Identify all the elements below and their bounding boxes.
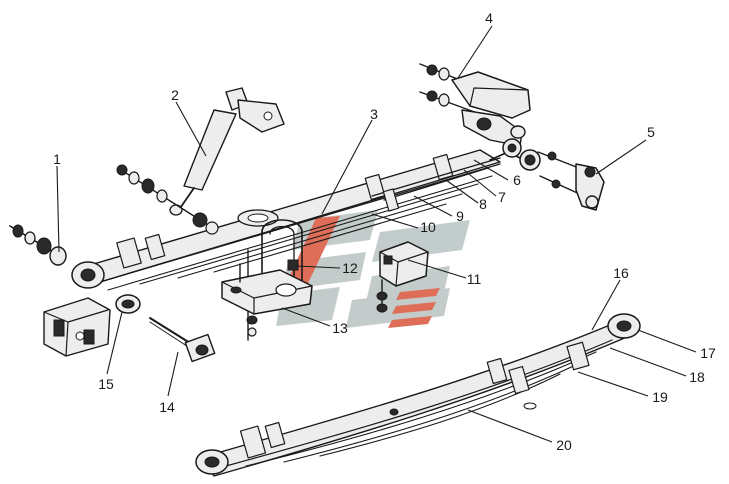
leader-9	[413, 195, 453, 217]
callout-8: 8	[479, 196, 487, 212]
upper-leaf-spring	[71, 149, 521, 291]
leader-2	[175, 101, 207, 157]
callout-12: 12	[342, 260, 358, 276]
callout-3: 3	[370, 106, 378, 122]
leader-5	[595, 139, 647, 175]
leader-16	[591, 279, 621, 331]
callout-18: 18	[689, 369, 705, 385]
u-bolt-assembly	[221, 219, 313, 341]
rear-spring-bracket	[419, 63, 531, 147]
callout-7: 7	[498, 189, 506, 205]
leader-8	[445, 179, 479, 204]
leader-18	[609, 347, 687, 377]
leader-19	[577, 371, 649, 397]
lower-leaf-spring	[195, 313, 641, 477]
callout-9: 9	[456, 208, 464, 224]
callout-10: 10	[420, 219, 436, 235]
callout-2: 2	[171, 87, 179, 103]
watermark-logo	[276, 210, 470, 328]
callout-13: 13	[332, 320, 348, 336]
callout-labels: 1 2 3 4 5 6 7 8 9 10 11 12 13 14 15 16 1…	[53, 10, 716, 453]
callout-14: 14	[159, 399, 175, 415]
callout-4: 4	[485, 10, 493, 26]
leader-20	[467, 409, 553, 443]
callout-11: 11	[467, 271, 482, 287]
bump-stop	[376, 241, 429, 313]
spring-clamp-parts	[371, 157, 501, 212]
rear-shackle	[502, 138, 605, 211]
leader-12	[295, 265, 341, 269]
leader-1	[56, 165, 60, 253]
shock-absorber	[116, 87, 285, 235]
leader-10	[371, 213, 419, 229]
callout-17: 17	[700, 345, 716, 361]
spring-bushing	[115, 294, 141, 314]
leader-6	[473, 159, 509, 181]
leader-14	[167, 351, 179, 397]
callout-1: 1	[53, 151, 61, 167]
callout-16: 16	[613, 265, 629, 281]
leader-11	[407, 259, 467, 279]
callout-15: 15	[98, 376, 114, 392]
front-spring-bracket	[43, 297, 111, 357]
leader-7	[463, 169, 497, 197]
callout-5: 5	[647, 124, 655, 140]
callout-6: 6	[513, 172, 521, 188]
callout-19: 19	[652, 389, 668, 405]
callout-20: 20	[556, 437, 572, 453]
front-bolt-washers	[9, 224, 67, 266]
leader-4	[457, 25, 493, 79]
shackle-bolt	[149, 317, 216, 363]
leader-15	[106, 311, 123, 375]
leader-13	[281, 307, 331, 327]
leader-lines	[56, 25, 697, 443]
leader-3	[321, 119, 373, 215]
leader-17	[637, 329, 697, 353]
